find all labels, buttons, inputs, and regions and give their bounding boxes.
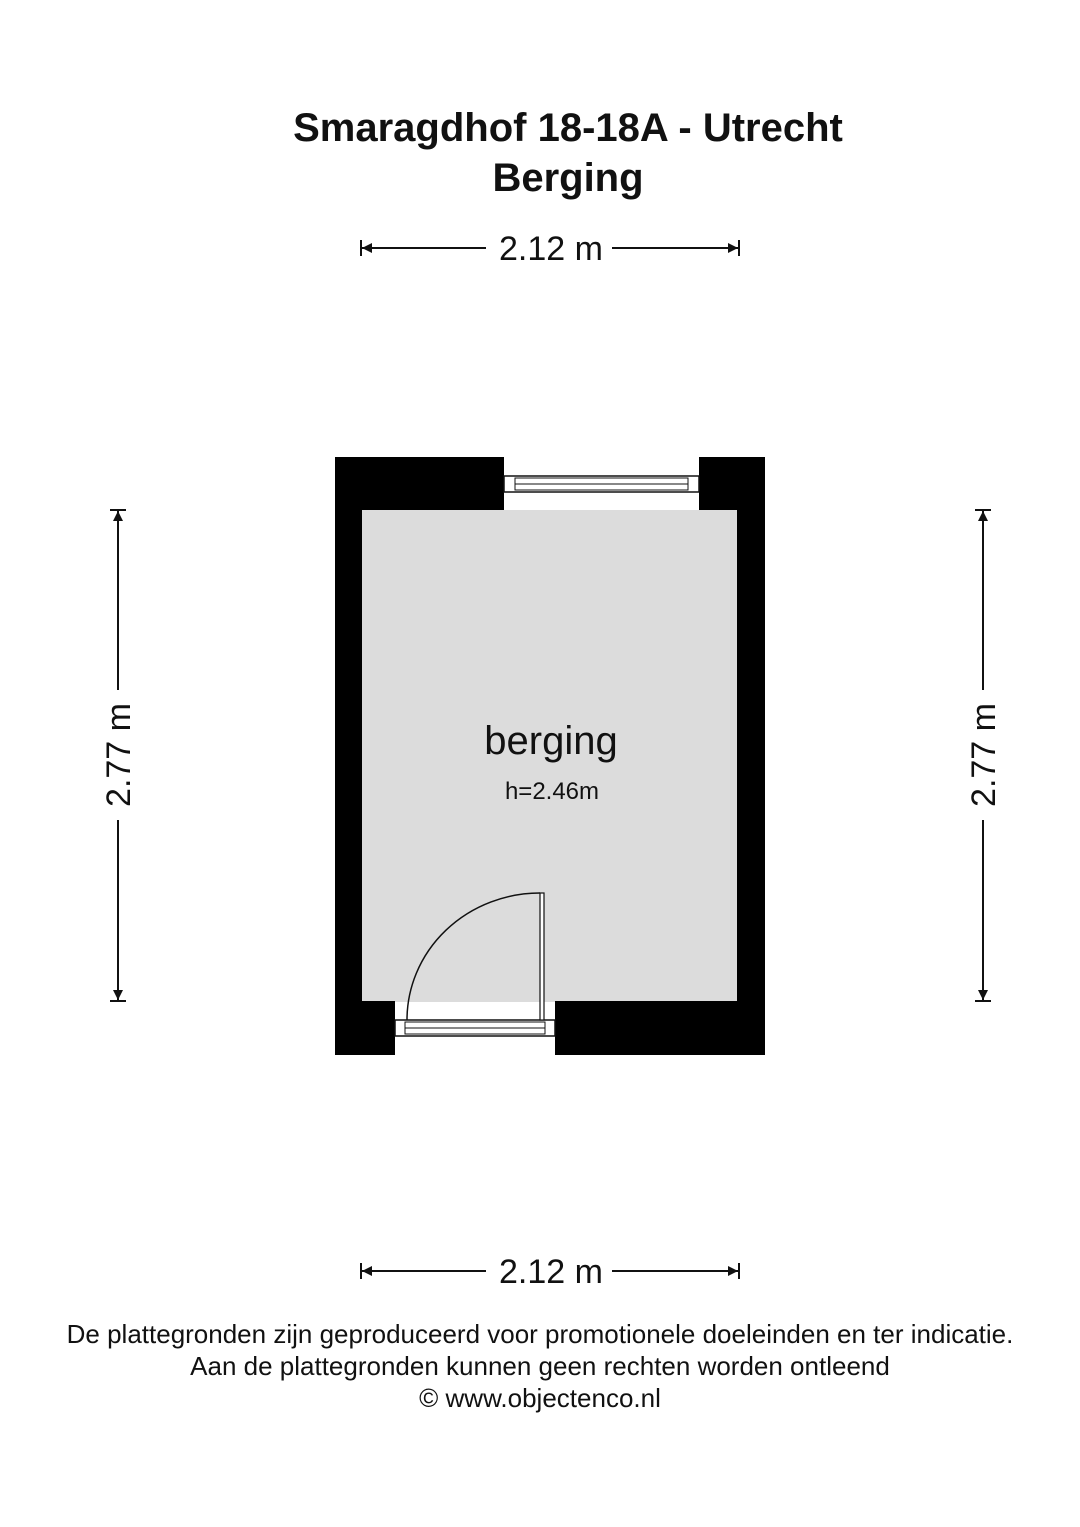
room-name: berging xyxy=(484,719,617,763)
wall-top-left xyxy=(335,457,504,510)
door-arc xyxy=(406,892,541,1021)
door-frame xyxy=(394,1019,556,1037)
wall-bottom-left xyxy=(335,1001,395,1055)
top-width-label: 2.12 m xyxy=(499,230,603,268)
page-title: Smaragdhof 18-18A - Utrecht xyxy=(293,106,843,150)
top-width-dimension: 2.12 m xyxy=(360,230,740,268)
left-depth-dimension: 2.77 m xyxy=(100,509,138,1002)
right-depth-dimension: 2.77 m xyxy=(965,509,1003,1002)
walls xyxy=(335,457,765,1055)
wall-left xyxy=(335,457,362,1055)
disclaimer-line-1: De plattegronden zijn geproduceerd voor … xyxy=(66,1319,1014,1349)
left-depth-label: 2.77 m xyxy=(100,703,138,807)
door-leaf xyxy=(539,892,545,1021)
floor-subtitle: Berging xyxy=(492,156,644,200)
door-swing xyxy=(406,892,545,1021)
wall-right xyxy=(737,457,765,1055)
wall-bottom-right xyxy=(555,1001,765,1055)
room-floor xyxy=(361,510,738,1002)
copyright-line: © www.objectenco.nl xyxy=(419,1383,661,1413)
top-window xyxy=(503,475,700,493)
disclaimer-line-2: Aan de plattegronden kunnen geen rechten… xyxy=(190,1351,890,1381)
right-depth-label: 2.77 m xyxy=(965,703,1003,807)
bottom-width-label: 2.12 m xyxy=(499,1253,603,1291)
bottom-width-dimension: 2.12 m xyxy=(360,1253,740,1291)
room-height: h=2.46m xyxy=(505,778,599,805)
